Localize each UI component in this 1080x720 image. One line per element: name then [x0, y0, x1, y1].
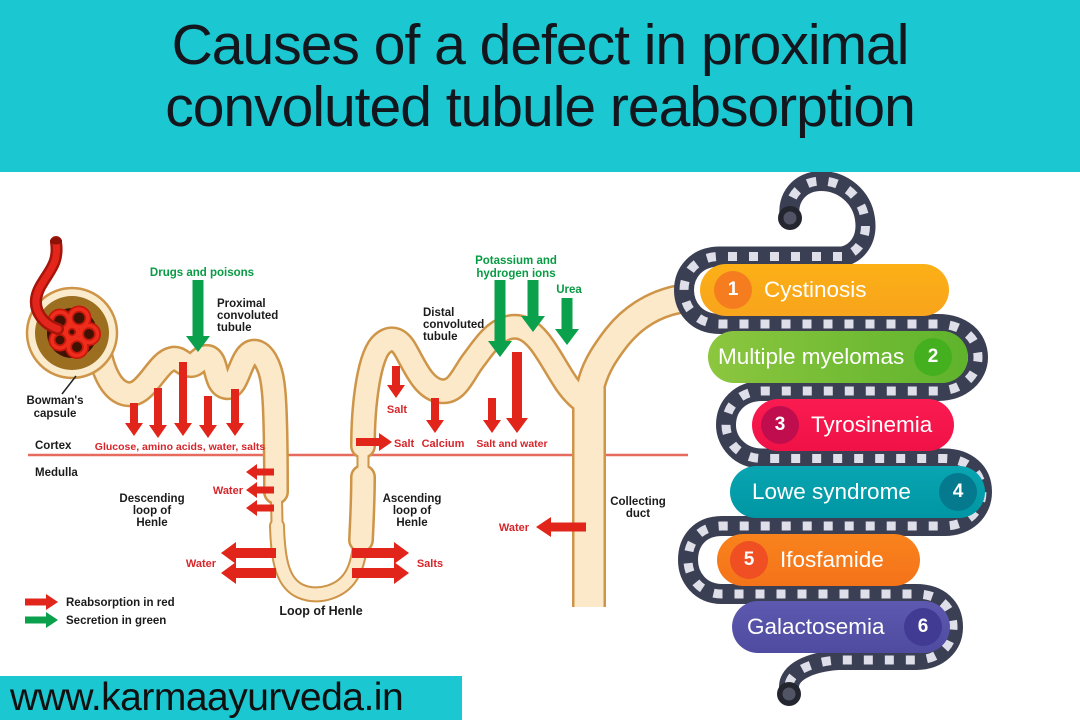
label-proximal-2: convoluted: [217, 310, 278, 322]
label-collecting-1: Collecting: [610, 496, 666, 508]
legend-secretion: Secretion in green: [66, 615, 166, 627]
arrow-potassium-1: [488, 280, 512, 357]
cause-item-tyrosinemia: 3 Tyrosinemia: [752, 399, 954, 451]
cause-item-multiple-myelomas: Multiple myelomas 2: [708, 331, 968, 383]
page-title: Causes of a defect in proximal convolute…: [0, 0, 1080, 138]
cause-number-badge: 3: [761, 406, 799, 444]
label-salt-distal: Salt: [387, 404, 408, 416]
label-ascending-1: Ascending: [383, 493, 442, 505]
legend-reabsorption: Reabsorption in red: [66, 597, 175, 609]
cause-number-badge: 6: [904, 608, 942, 646]
label-salt-and-water: Salt and water: [476, 438, 547, 450]
label-distal-2: convoluted: [423, 319, 484, 331]
nephron-diagram: Drugs and poisons Potassium and hydrogen…: [0, 170, 690, 686]
label-glucose: Glucose, amino acids, water, salts: [95, 441, 266, 453]
cause-label: Ifosfamide: [780, 547, 884, 572]
label-calcium: Calcium: [422, 438, 465, 450]
label-drugs-poisons: Drugs and poisons: [150, 267, 254, 279]
cause-number-badge: 5: [730, 541, 768, 579]
label-descending-2: loop of: [133, 505, 171, 517]
label-potassium-2: hydrogen ions: [476, 268, 555, 280]
label-descending-1: Descending: [119, 493, 184, 505]
label-ascending-2: loop of: [393, 505, 431, 517]
arrow-drugs: [186, 280, 210, 352]
label-distal-3: tubule: [423, 331, 458, 343]
cause-item-galactosemia: Galactosemia 6: [732, 601, 950, 653]
title-line-2: convoluted tubule reabsorption: [165, 75, 916, 139]
website-url: www.karmaayurveda.in: [10, 676, 404, 719]
cause-number-badge: 1: [714, 271, 752, 309]
title-line-1: Causes of a defect in proximal: [171, 13, 910, 77]
cause-label: Galactosemia: [747, 614, 885, 639]
film-strip-rope: [674, 171, 992, 706]
label-salts-loop: Salts: [417, 558, 443, 570]
causes-list: 1 Cystinosis Multiple myelomas 2 3 Tyros…: [660, 170, 1080, 720]
title-banner: Causes of a defect in proximal convolute…: [0, 0, 1080, 172]
label-medulla: Medulla: [35, 467, 78, 479]
label-proximal-1: Proximal: [217, 298, 266, 310]
label-descending-3: Henle: [136, 517, 167, 529]
label-urea: Urea: [556, 284, 582, 296]
label-ascending-3: Henle: [396, 517, 427, 529]
website-banner: www.karmaayurveda.in: [0, 676, 462, 720]
label-cortex: Cortex: [35, 440, 72, 452]
cause-label: Tyrosinemia: [811, 412, 933, 437]
bowmans-pointer-line: [61, 375, 77, 395]
label-water-descending: Water: [213, 485, 244, 497]
label-bowmans-2: capsule: [34, 408, 77, 420]
label-loop-of-henle: Loop of Henle: [279, 604, 362, 618]
arrow-urea: [555, 298, 579, 345]
cause-number-badge: 2: [914, 338, 952, 376]
afferent-vessel: [30, 236, 64, 335]
label-water-duct: Water: [499, 522, 530, 534]
label-proximal-3: tubule: [217, 322, 252, 334]
cause-label: Multiple myelomas: [718, 344, 905, 369]
label-bowmans-1: Bowman's: [26, 395, 83, 407]
label-potassium-1: Potassium and: [475, 255, 557, 267]
nephron-tubule-fill: [89, 285, 690, 607]
label-collecting-2: duct: [626, 508, 650, 520]
cause-item-ifosfamide: 5 Ifosfamide: [717, 534, 920, 586]
cause-item-lowe-syndrome: Lowe syndrome 4: [730, 466, 985, 518]
arrow-potassium-2: [521, 280, 545, 332]
cause-number-badge: 4: [939, 473, 977, 511]
label-distal-1: Distal: [423, 307, 454, 319]
legend-green-arrow: [25, 612, 58, 628]
secretion-arrows: [186, 280, 579, 357]
label-salt-ascending: Salt: [394, 438, 415, 450]
cause-label: Cystinosis: [764, 277, 867, 302]
reabsorption-arrows: [25, 352, 586, 610]
label-water-loop: Water: [186, 558, 217, 570]
cause-item-cystinosis: 1 Cystinosis: [700, 264, 949, 316]
cause-label: Lowe syndrome: [752, 479, 911, 504]
